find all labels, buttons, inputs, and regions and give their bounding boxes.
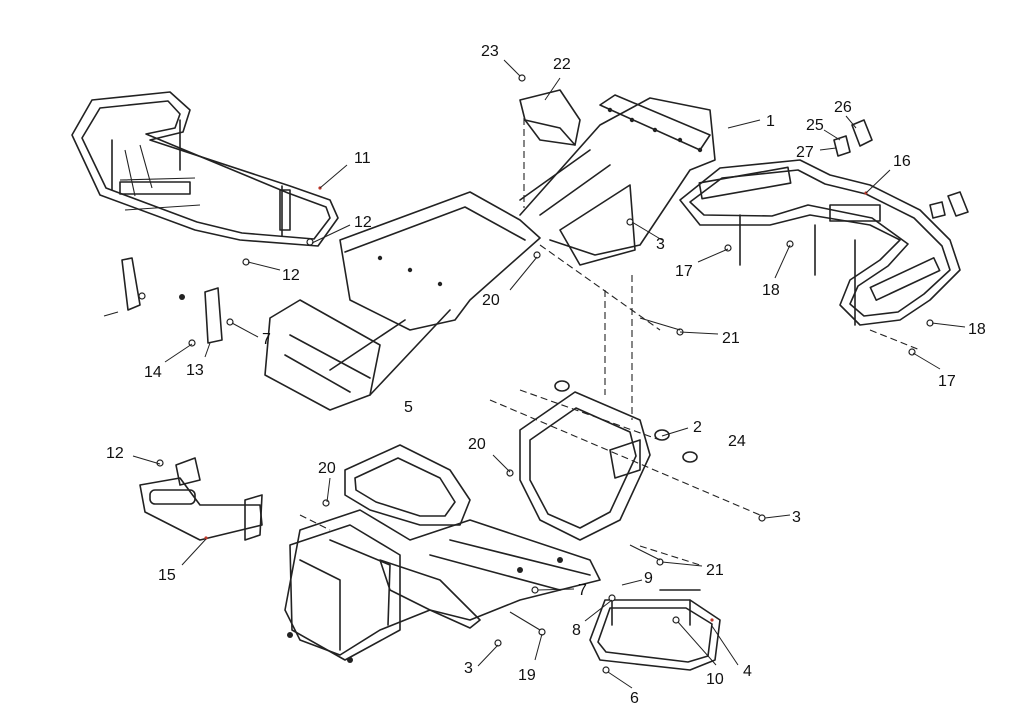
hardware — [156, 186, 934, 674]
callout-2: 2 — [693, 419, 702, 436]
callout-3-lower: 3 — [464, 660, 473, 677]
callout-15: 15 — [158, 567, 176, 584]
callout-7-upper: 7 — [262, 331, 271, 348]
callout-20-a: 20 — [482, 292, 500, 309]
assembly-lines — [299, 118, 921, 566]
callout-11: 11 — [354, 150, 371, 167]
callout-17-a: 17 — [675, 263, 693, 280]
leader-lines — [132, 59, 966, 689]
callout-12-b: 12 — [282, 267, 300, 284]
callout-17-b: 17 — [938, 373, 956, 390]
step-bar-part-4 — [589, 589, 721, 671]
callout-25: 25 — [806, 117, 824, 134]
callout-27: 27 — [796, 144, 814, 161]
callout-4: 4 — [743, 663, 752, 680]
brackets-part-13-14 — [103, 257, 223, 344]
rear-rack-part-11 — [71, 91, 339, 247]
callout-13: 13 — [186, 362, 204, 379]
front-rack-part-16 — [679, 159, 961, 326]
callout-19: 19 — [518, 667, 536, 684]
callout-20-c: 20 — [468, 436, 486, 453]
lower-frame-part-5 — [284, 391, 651, 663]
bracket-part-22 — [518, 74, 581, 146]
callout-14: 14 — [144, 364, 162, 381]
callout-labels: 1 2 3 3 3 4 5 6 7 7 8 9 10 11 12 12 12 1… — [106, 43, 986, 707]
callout-20-b: 20 — [318, 460, 336, 477]
callout-9: 9 — [644, 570, 653, 587]
callout-21-b: 21 — [706, 562, 724, 579]
upper-frame-part-1 — [264, 94, 716, 411]
callout-10: 10 — [706, 671, 724, 688]
callout-5: 5 — [404, 399, 413, 416]
callout-3-upper: 3 — [656, 236, 665, 253]
clips-parts-25-26-27 — [833, 119, 969, 219]
callout-16: 16 — [893, 153, 911, 170]
callout-22: 22 — [553, 56, 571, 73]
bumper-part-15 — [139, 457, 263, 541]
callout-23: 23 — [481, 43, 499, 60]
callout-18-b: 18 — [968, 321, 986, 338]
callout-21-a: 21 — [722, 330, 740, 347]
callout-12-a: 12 — [354, 214, 372, 231]
callout-26: 26 — [834, 99, 852, 116]
callout-1: 1 — [766, 113, 775, 130]
callout-18-a: 18 — [762, 282, 780, 299]
callout-7-lower: 7 — [578, 582, 587, 599]
callout-8: 8 — [572, 622, 581, 639]
callout-12-c: 12 — [106, 445, 124, 462]
callout-3-right: 3 — [792, 509, 801, 526]
callout-6: 6 — [630, 690, 639, 707]
callout-24: 24 — [728, 433, 746, 450]
